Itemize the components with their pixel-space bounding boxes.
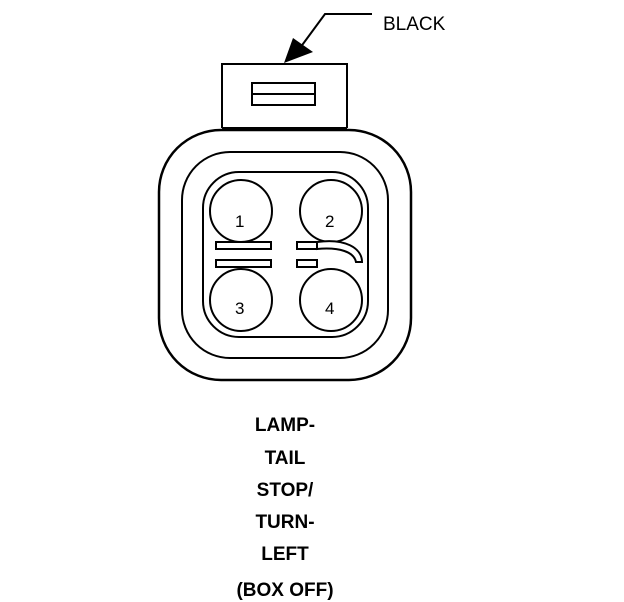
keyway-slot-right <box>296 241 318 250</box>
caption-line: (BOX OFF) <box>236 580 334 601</box>
pin-1-label: 1 <box>235 212 244 231</box>
keyway-slot-right-hook <box>316 240 364 263</box>
keyway-slots <box>215 240 364 268</box>
pin-2-label: 2 <box>325 212 334 231</box>
pin-3-label: 3 <box>235 299 244 318</box>
connector-cavity-block <box>202 171 369 338</box>
keyway-slot-left <box>215 241 272 250</box>
callout-label: BLACK <box>383 14 446 35</box>
caption-line: TURN- <box>255 512 315 533</box>
caption-line: LEFT <box>261 544 309 565</box>
pin-3-cavity <box>209 268 273 332</box>
pin-4-cavity <box>299 268 363 332</box>
callout-arrowhead <box>284 38 313 63</box>
keyway-slot-right-lower <box>296 259 318 268</box>
caption-line: LAMP- <box>254 415 316 436</box>
connector-outer-shell <box>157 128 413 382</box>
keyway-slot-left-lower <box>215 259 272 268</box>
pin-4-label: 4 <box>325 299 334 318</box>
caption-line: STOP/ <box>256 480 314 501</box>
locking-tab <box>221 63 348 129</box>
latch-slot <box>251 82 316 106</box>
caption-line: TAIL <box>264 448 306 469</box>
connector-inner-shell <box>181 151 389 359</box>
callout-leader <box>299 13 372 49</box>
